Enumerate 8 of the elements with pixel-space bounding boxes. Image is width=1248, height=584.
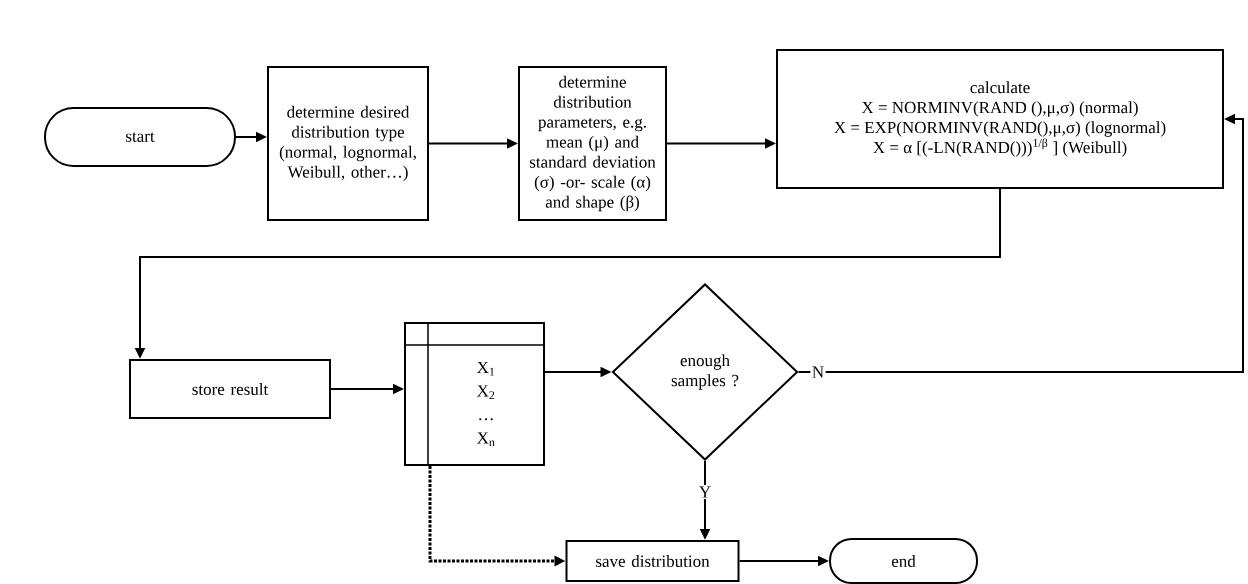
edge-label: Y bbox=[697, 484, 713, 500]
edge-label: N bbox=[810, 364, 826, 380]
data-store: X$_{1}$ X$_{2}$ … X$_{n}$ bbox=[404, 322, 545, 466]
process-box: save distribution bbox=[565, 540, 740, 582]
process-box: store result bbox=[129, 359, 331, 419]
process-box: determine distribution parameters, e.g. mean (μ) and standard deviation (σ) -or- scale (α) and shape (β) bbox=[518, 66, 667, 221]
process-box: determine desired distribution type (normal, lognormal, Weibull, other…) bbox=[267, 66, 429, 221]
process-box: calculate X = NORMINV(RAND (),μ,σ) (normal) X = EXP(NORMINV(RAND(),μ,σ) (lognormal) X = α [(-LN(RAND()))$^{1/β}$ ] (Weibull) bbox=[776, 49, 1224, 189]
